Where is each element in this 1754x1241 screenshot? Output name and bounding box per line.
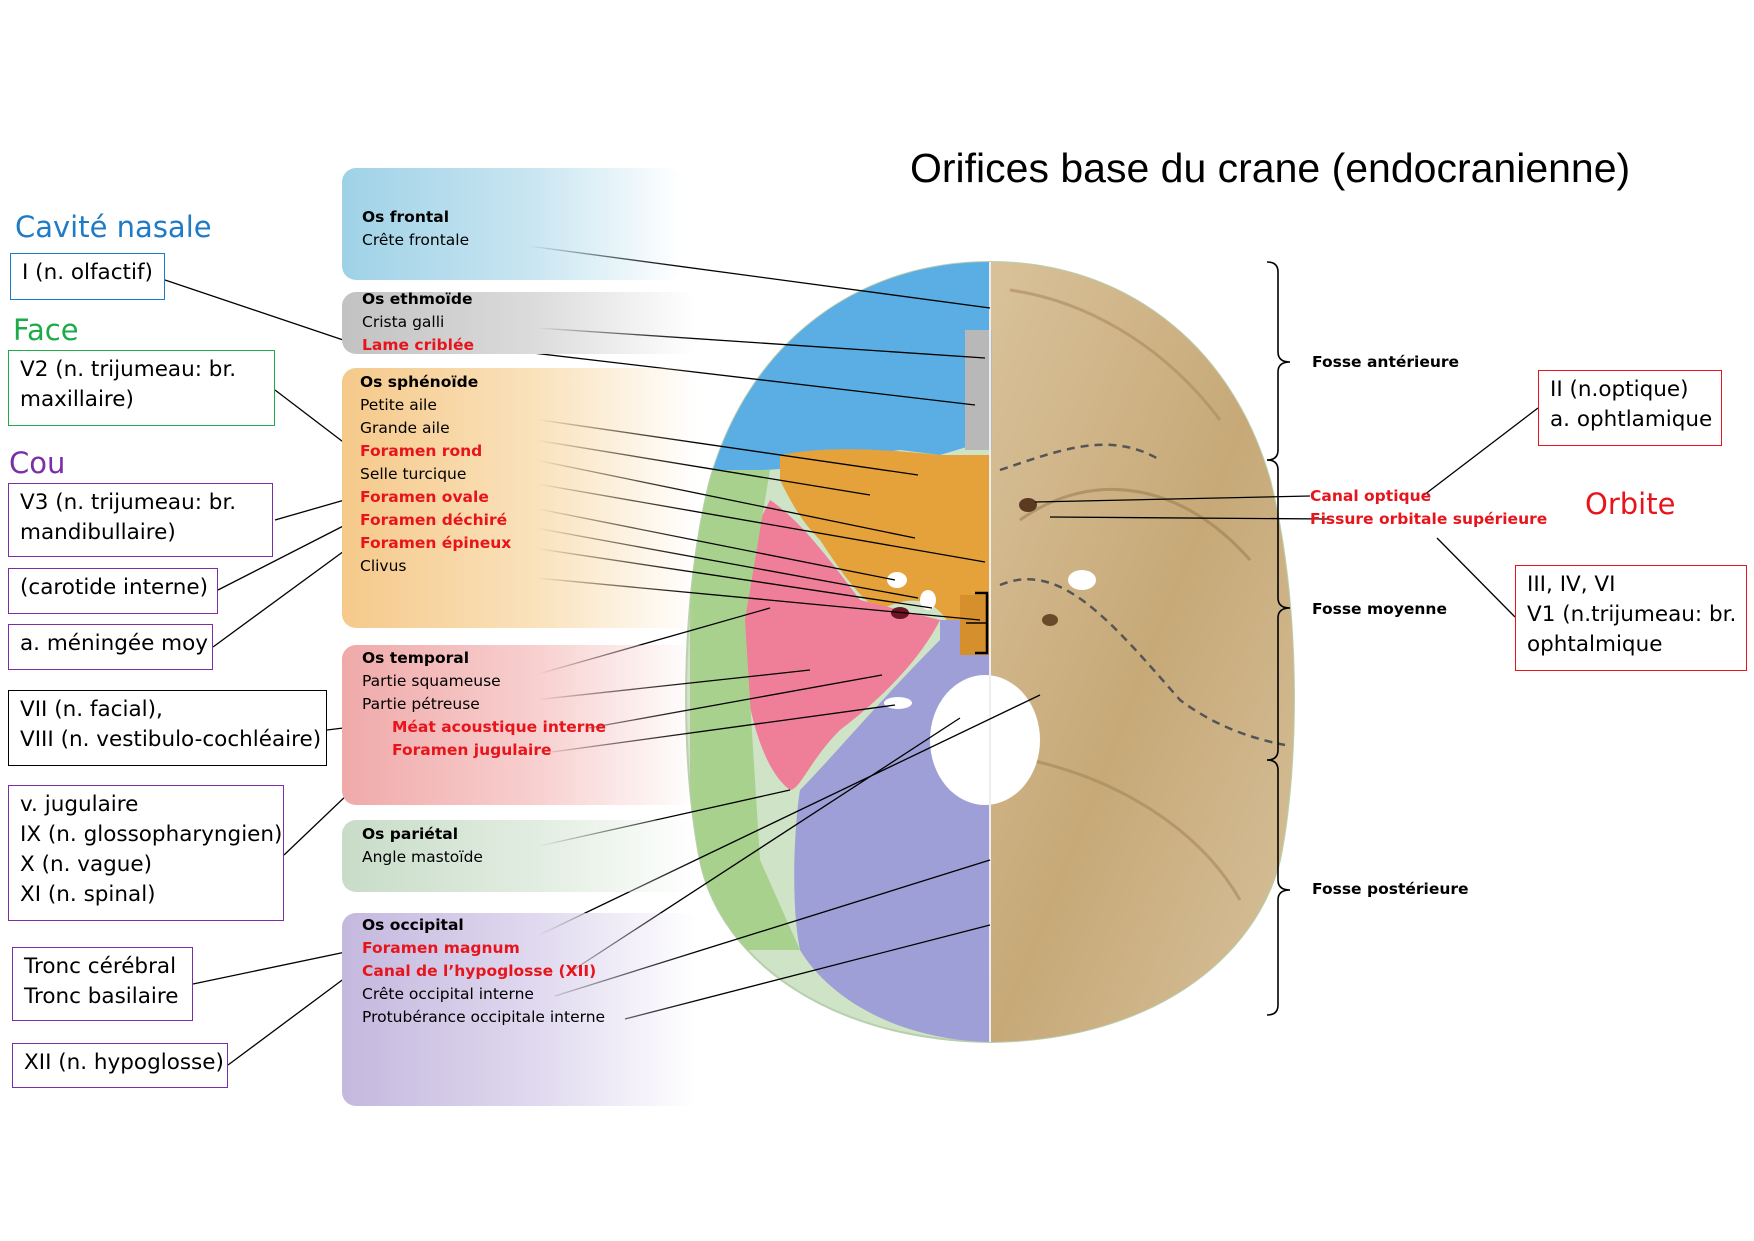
label-angle-mastoide: Angle mastoïde: [362, 848, 483, 866]
panel-frontal: [342, 168, 682, 280]
label-os-frontal: Os frontal: [362, 208, 450, 226]
label-clivus: Clivus: [360, 557, 407, 575]
label-crete-frontale: Crête frontale: [362, 231, 470, 249]
fossa-braces: [1266, 261, 1291, 1016]
box-jugulaire: v. jugulaire IX (n. glossopharyngien) X …: [8, 785, 284, 921]
panel-parietal: [342, 820, 697, 892]
parietal-bone: [690, 470, 800, 950]
labels-sphenoide: Os sphénoïde Petite aile Grande aile For…: [360, 371, 511, 578]
group-title-cavite-nasale: Cavité nasale: [15, 210, 212, 244]
bone-right-half: [990, 262, 1294, 1042]
panel-ethmoide: [342, 292, 697, 354]
box-optique: II (n.optique) a. ophtlamique: [1538, 370, 1722, 446]
box-meningee: a. méningée moy: [8, 624, 213, 670]
label-lame-criblee: Lame criblée: [362, 336, 474, 354]
sphenoid-bone: [780, 449, 990, 625]
group-title-orbite: Orbite: [1585, 487, 1676, 521]
labels-ethmoide: Os ethmoïde Crista galli Lame criblée: [362, 288, 474, 357]
box-facial-vestibulo: VII (n. facial), VIII (n. vestibulo-coch…: [8, 690, 327, 766]
temporal-bone: [739, 500, 940, 790]
label-meat-acoustique: Méat acoustique interne: [392, 718, 606, 736]
box-maxillaire: V2 (n. trijumeau: br. maxillaire): [8, 350, 275, 426]
labels-occipital: Os occipital Foramen magnum Canal de l’h…: [362, 914, 605, 1029]
label-crete-occipitale: Crête occipital interne: [362, 985, 534, 1003]
box-tronc: Tronc cérébral Tronc basilaire: [12, 947, 193, 1021]
dorsum-sellae: [960, 595, 990, 655]
box-olfactif: I (n. olfactif): [10, 253, 165, 300]
label-petite-aile: Petite aile: [360, 396, 437, 414]
box-carotide: (carotide interne): [8, 568, 218, 614]
page-title: Orifices base du crane (endocranienne): [910, 145, 1631, 191]
label-os-parietal: Os pariétal: [362, 825, 459, 843]
label-grande-aile: Grande aile: [360, 419, 450, 437]
ethmoid-bone: [965, 330, 992, 450]
label-selle-turcique: Selle turcique: [360, 465, 467, 483]
label-os-ethmoide: Os ethmoïde: [362, 290, 473, 308]
panel-occipital: [342, 913, 697, 1106]
label-foramen-dechire: Foramen déchiré: [360, 511, 508, 529]
label-os-sphenoide: Os sphénoïde: [360, 373, 479, 391]
label-foramen-epineux: Foramen épineux: [360, 534, 512, 552]
box-mandibulaire: V3 (n. trijumeau: br. mandibullaire): [8, 483, 273, 557]
label-partie-squameuse: Partie squameuse: [362, 672, 501, 690]
label-foramen-jugulaire: Foramen jugulaire: [392, 741, 552, 759]
label-foramen-magnum: Foramen magnum: [362, 939, 520, 957]
group-title-cou: Cou: [9, 446, 66, 480]
group-title-face: Face: [13, 313, 79, 347]
label-crista-galli: Crista galli: [362, 313, 445, 331]
label-partie-petreuse: Partie pétreuse: [362, 695, 480, 713]
box-orbitaire: III, IV, VI V1 (n.trijumeau: br. ophtalm…: [1515, 565, 1747, 671]
panel-temporal: [342, 645, 697, 805]
label-foramen-rond: Foramen rond: [360, 442, 483, 460]
label-canal-optique: Canal optique: [1310, 487, 1432, 505]
labels-temporal: Os temporal Partie squameuse Partie pétr…: [362, 647, 606, 762]
label-canal-hypoglosse: Canal de l’hypoglosse (XII): [362, 962, 597, 980]
label-fosse-posterieure: Fosse postérieure: [1312, 880, 1469, 898]
label-fosse-moyenne: Fosse moyenne: [1312, 600, 1447, 618]
labels-parietal: Os pariétal Angle mastoïde: [362, 823, 483, 869]
frontal-bone: [700, 262, 990, 470]
label-protuberance: Protubérance occipitale interne: [362, 1008, 606, 1026]
label-os-occipital: Os occipital: [362, 916, 464, 934]
box-hypoglosse: XII (n. hypoglosse): [12, 1043, 228, 1088]
panel-sphenoide: [342, 368, 697, 628]
label-foramen-ovale: Foramen ovale: [360, 488, 489, 506]
label-fosse-anterieure: Fosse antérieure: [1312, 353, 1460, 371]
labels-frontal: Os frontal Crête frontale: [362, 206, 469, 252]
label-os-temporal: Os temporal: [362, 649, 470, 667]
label-fissure-orbitale: Fissure orbitale supérieure: [1310, 510, 1548, 528]
